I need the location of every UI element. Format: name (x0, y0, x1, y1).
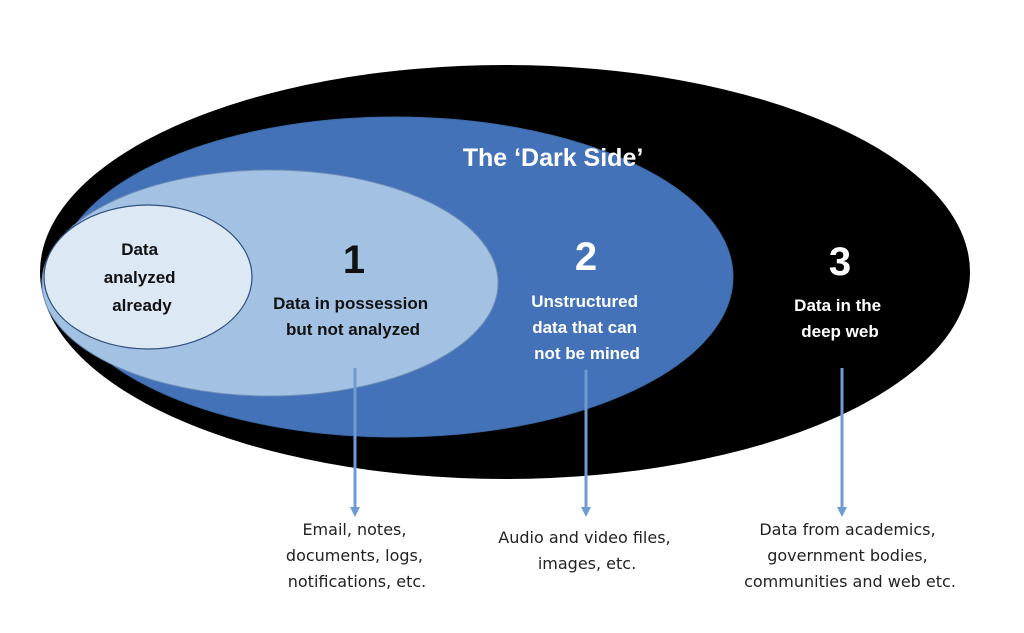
region-1-number: 1 (343, 238, 365, 282)
region-1-label-line: Data in possession (273, 294, 428, 313)
region-2-label-line: Unstructured (531, 292, 638, 311)
region-2-examples: Audio and video files, images, etc. (498, 528, 675, 573)
analyzed-label-line: Data (121, 240, 158, 259)
region-2-number: 2 (575, 235, 597, 279)
diagram-title: The ‘Dark Side’ (463, 144, 644, 172)
region-2-label-line: not be mined (534, 344, 640, 363)
region-2-examples-line: images, etc. (538, 554, 636, 573)
analyzed-label-line: already (112, 296, 172, 315)
region-2-label-line: data that can (532, 318, 637, 337)
region-1-label-line: but not analyzed (286, 320, 420, 339)
analyzed-ellipse (43, 204, 253, 350)
region-3-label: Data in the deep web (794, 296, 886, 341)
region-2-examples-line: Audio and video files, (498, 528, 670, 547)
region-1-examples-line: notifications, etc. (288, 572, 426, 591)
region-3-examples-line: communities and web etc. (744, 572, 956, 591)
region-3-number: 3 (829, 240, 851, 284)
analyzed-label-line: analyzed (104, 268, 176, 287)
region-3-examples: Data from academics, government bodies, … (744, 520, 956, 591)
analyzed-label: Data analyzed already (104, 240, 181, 315)
region-1-label: Data in possession but not analyzed (273, 294, 433, 339)
region-1-examples: Email, notes, documents, logs, notificat… (286, 520, 428, 591)
region-3-examples-line: Data from academics, (759, 520, 935, 539)
region-3-label-line: deep web (801, 322, 878, 341)
region-1-examples-line: documents, logs, (286, 546, 423, 565)
region-3-examples-line: government bodies, (767, 546, 927, 565)
region-2-label: Unstructured data that can not be mined (531, 292, 642, 363)
region-1-examples-line: Email, notes, (302, 520, 406, 539)
region-3-label-line: Data in the (794, 296, 881, 315)
